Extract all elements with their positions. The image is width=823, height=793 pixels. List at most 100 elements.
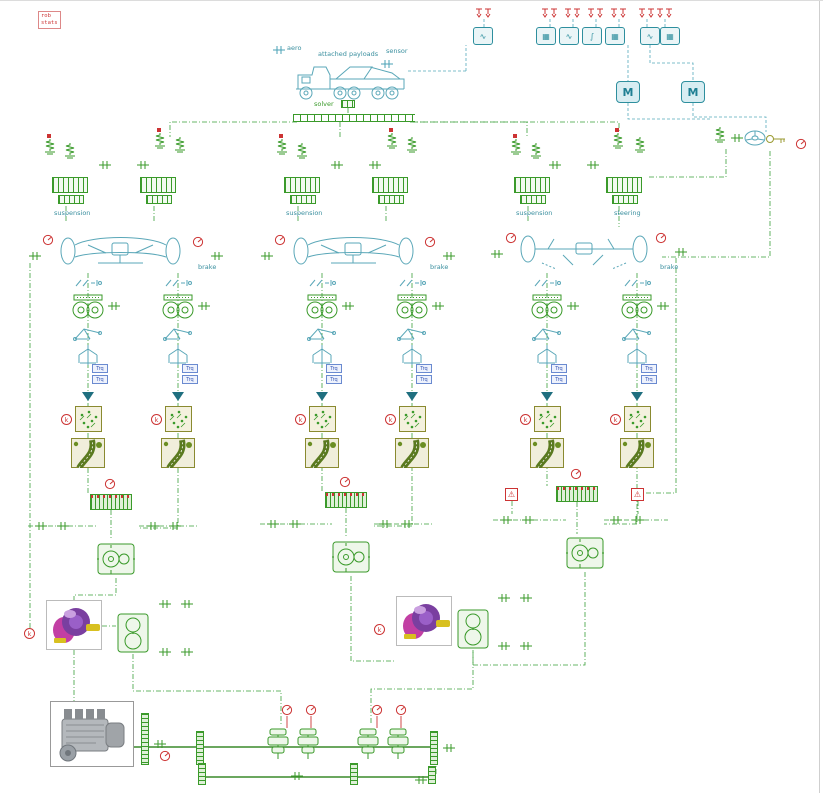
rotary-sensor[interactable] xyxy=(570,468,582,480)
mechanical-coupler[interactable] xyxy=(330,159,344,171)
kinematics-marker[interactable] xyxy=(623,278,651,288)
mechanical-coupler[interactable] xyxy=(28,250,42,262)
contact-funnel[interactable] xyxy=(171,391,185,402)
parameter-k-marker[interactable]: k xyxy=(24,628,35,639)
torque-readout[interactable]: Trq xyxy=(416,375,432,384)
mechanical-coupler[interactable] xyxy=(378,518,392,530)
differential-gearbox[interactable] xyxy=(332,538,370,576)
independent-suspension-axle-sketch[interactable] xyxy=(291,223,416,273)
mechanical-coupler[interactable] xyxy=(136,159,150,171)
torque-readout[interactable]: Trq xyxy=(641,375,657,384)
road-surface-tile[interactable] xyxy=(620,438,654,468)
spring-damper[interactable] xyxy=(292,143,312,159)
suspension-connector-block[interactable] xyxy=(606,177,642,193)
spring-damper[interactable] xyxy=(150,133,170,149)
rotary-sensor[interactable] xyxy=(274,234,286,246)
spring-damper[interactable] xyxy=(630,137,650,153)
mechanical-coupler[interactable] xyxy=(631,514,645,526)
ignition-key[interactable] xyxy=(765,132,787,146)
mechanical-coupler[interactable] xyxy=(442,250,456,262)
suspension-connector-block[interactable] xyxy=(341,100,355,108)
alert-sensor[interactable]: ⚠ xyxy=(505,488,518,501)
mechanical-coupler[interactable] xyxy=(158,646,172,658)
mechanical-coupler[interactable] xyxy=(288,518,302,530)
rotary-sensor[interactable] xyxy=(159,750,171,762)
road-surface-tile[interactable] xyxy=(395,438,429,468)
signal-source[interactable] xyxy=(541,7,559,19)
kinematics-marker[interactable] xyxy=(533,278,561,288)
mechanical-coupler[interactable] xyxy=(497,640,511,652)
rotary-sensor[interactable] xyxy=(655,232,667,244)
vehicle-bus-bar[interactable] xyxy=(293,114,415,122)
wheel-upright-sketch[interactable] xyxy=(624,344,650,366)
rotary-sensor[interactable] xyxy=(395,704,407,716)
torque-readout[interactable]: Trq xyxy=(92,364,108,373)
mechanical-coupler[interactable] xyxy=(266,518,280,530)
suspension-arm-sketch[interactable] xyxy=(397,324,427,342)
signal-source[interactable] xyxy=(564,7,582,19)
suspension-connector-block[interactable] xyxy=(378,195,404,204)
parameter-k-marker[interactable]: k xyxy=(295,414,306,425)
spring-damper[interactable] xyxy=(506,139,526,155)
function-block[interactable]: ∿ xyxy=(473,27,493,45)
multiplexer-block[interactable] xyxy=(556,486,598,502)
shaft-section[interactable] xyxy=(141,713,149,765)
suspension-connector-block[interactable] xyxy=(146,195,172,204)
rotary-sensor[interactable] xyxy=(339,476,351,488)
shaft-section[interactable] xyxy=(196,731,204,765)
function-block[interactable]: ▦ xyxy=(605,27,625,45)
multiplexer-block[interactable] xyxy=(325,492,367,508)
transfer-gearbox[interactable] xyxy=(116,612,150,654)
gear-train[interactable] xyxy=(266,727,290,761)
shaft-section[interactable] xyxy=(350,763,358,785)
rotary-sensor[interactable] xyxy=(305,704,317,716)
road-contact-patch[interactable] xyxy=(534,406,561,432)
mechanical-coupler[interactable] xyxy=(98,159,112,171)
mechanical-coupler[interactable] xyxy=(400,518,414,530)
tire-wheel-assembly[interactable] xyxy=(620,294,654,320)
road-contact-patch[interactable] xyxy=(399,406,426,432)
suspension-connector-block[interactable] xyxy=(52,177,88,193)
mechanical-coupler[interactable] xyxy=(521,514,535,526)
torque-readout[interactable]: Trq xyxy=(182,364,198,373)
tire-wheel-assembly[interactable] xyxy=(530,294,564,320)
torque-readout[interactable]: Trq xyxy=(641,364,657,373)
mechanical-coupler[interactable] xyxy=(380,58,394,70)
tire-wheel-assembly[interactable] xyxy=(71,294,105,320)
wheel-upright-sketch[interactable] xyxy=(165,344,191,366)
mechanical-coupler[interactable] xyxy=(368,159,382,171)
suspension-connector-block[interactable] xyxy=(372,177,408,193)
signal-source[interactable] xyxy=(610,7,628,19)
mechanical-coupler[interactable] xyxy=(414,774,428,786)
signal-source[interactable] xyxy=(587,7,605,19)
shaft-section[interactable] xyxy=(430,731,438,765)
independent-suspension-axle-sketch[interactable] xyxy=(58,223,183,273)
torque-readout[interactable]: Trq xyxy=(416,364,432,373)
suspension-arm-sketch[interactable] xyxy=(163,324,193,342)
differential-gearbox[interactable] xyxy=(566,534,604,572)
mechanical-coupler[interactable] xyxy=(210,250,224,262)
torque-readout[interactable]: Trq xyxy=(551,375,567,384)
signal-source[interactable] xyxy=(475,7,493,19)
mechanical-coupler[interactable] xyxy=(146,520,160,532)
mechanical-coupler[interactable] xyxy=(290,770,304,782)
differential-gearbox[interactable] xyxy=(97,540,135,578)
rotary-sensor[interactable] xyxy=(424,236,436,248)
mechanical-coupler[interactable] xyxy=(674,246,688,258)
signal-source[interactable] xyxy=(638,7,656,19)
road-contact-patch[interactable] xyxy=(309,406,336,432)
function-block[interactable]: ∿ xyxy=(640,27,660,45)
spring-damper[interactable] xyxy=(608,133,628,149)
suspension-connector-block[interactable] xyxy=(290,195,316,204)
mechanical-coupler[interactable] xyxy=(609,514,623,526)
mechanical-coupler[interactable] xyxy=(197,300,211,312)
mechanical-coupler[interactable] xyxy=(548,159,562,171)
parameter-k-marker[interactable]: k xyxy=(374,624,385,635)
transfer-case-3d[interactable] xyxy=(396,596,452,646)
kinematics-marker[interactable] xyxy=(398,278,426,288)
rotary-sensor[interactable] xyxy=(192,236,204,248)
engine-image[interactable] xyxy=(50,701,134,767)
parameter-k-marker[interactable]: k xyxy=(61,414,72,425)
road-surface-tile[interactable] xyxy=(161,438,195,468)
road-contact-patch[interactable] xyxy=(624,406,651,432)
